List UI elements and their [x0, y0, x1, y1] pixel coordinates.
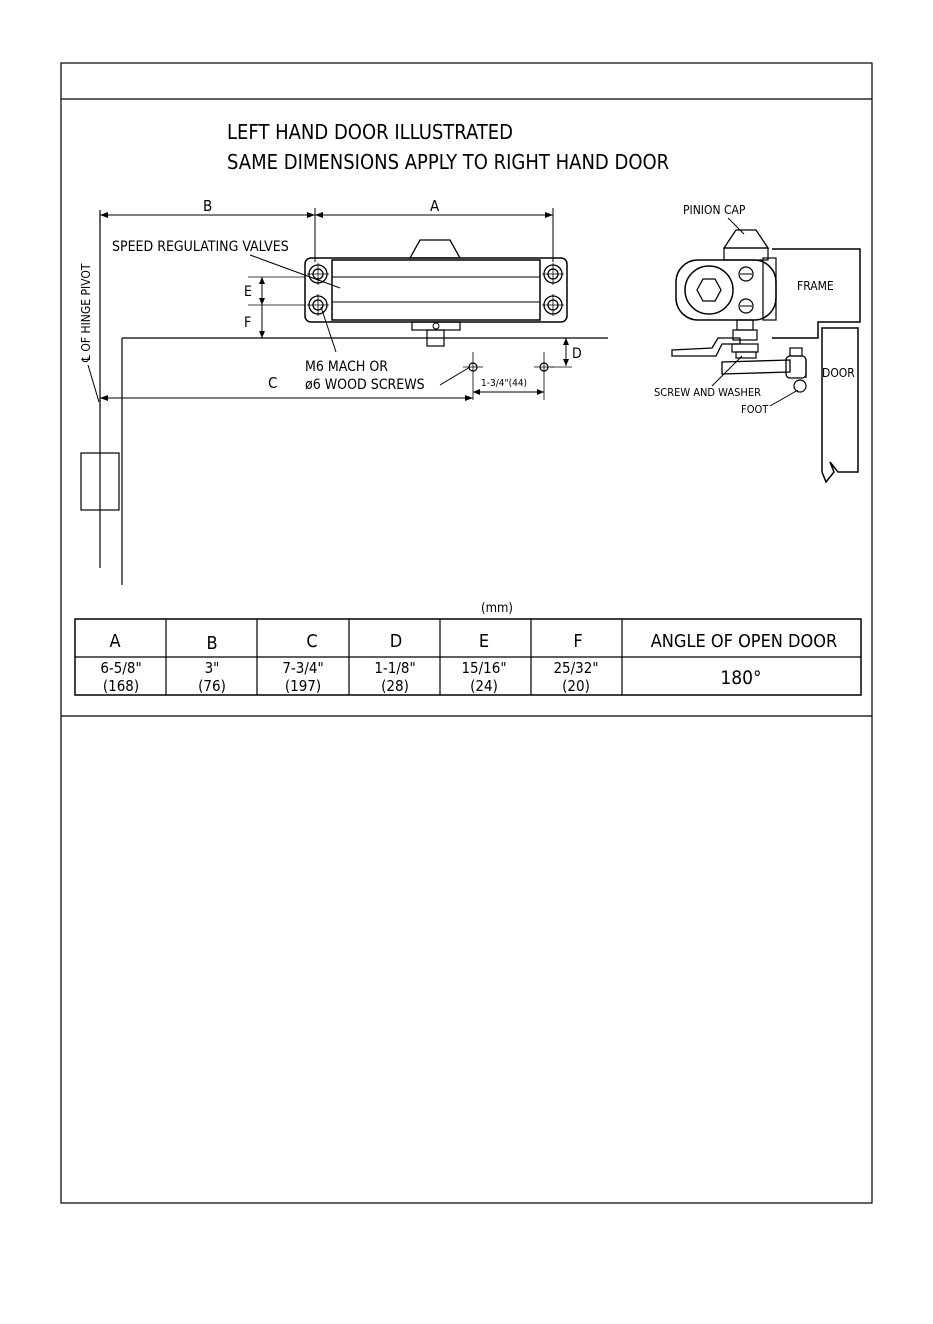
speed-valves-label: SPEED REGULATING VALVES: [112, 239, 289, 255]
table-mm-c: (197): [285, 677, 321, 695]
table-inch-f: 25/32": [553, 659, 598, 677]
dimension-table: A B C D E F ANGLE OF OPEN DOOR 6-5/8" 3"…: [74, 618, 862, 696]
title-line-2: SAME DIMENSIONS APPLY TO RIGHT HAND DOOR: [227, 150, 669, 174]
table-mm-e: (24): [470, 677, 498, 695]
sheet-border: [60, 62, 873, 1204]
hinge: [80, 452, 120, 511]
table-inch-a: 6-5/8": [100, 659, 141, 677]
table-header-d: D: [390, 631, 402, 652]
screw-hole-top-left: [307, 263, 329, 285]
screws-label-line-1: M6 MACH OR: [305, 359, 388, 375]
pinion-cap-label: PINION CAP: [683, 203, 746, 217]
screws-label-line-2: ø6 WOOD SCREWS: [305, 377, 425, 393]
table-angle-value: 180°: [720, 667, 761, 689]
screw-hole-top-right: [542, 263, 564, 285]
spacing-label: 1-3/4"(44): [481, 378, 527, 389]
table-inch-d: 1-1/8": [374, 659, 415, 677]
table-mm-b: (76): [198, 677, 226, 695]
hinge-pivot-leader: [87, 364, 100, 403]
hex-socket: [696, 278, 722, 302]
table-header-b: B: [206, 633, 217, 654]
screw-hole-bottom-left: [307, 294, 329, 316]
dim-b-label: B: [203, 197, 212, 215]
closer-body: [304, 257, 568, 323]
foot-label: FOOT: [741, 403, 769, 416]
pinion-shaft: [426, 329, 445, 347]
title-line-1: LEFT HAND DOOR ILLUSTRATED: [227, 120, 513, 144]
screw-hole-bottom-right: [542, 294, 564, 316]
table-inch-b: 3": [205, 659, 220, 677]
table-mm-f: (20): [562, 677, 590, 695]
frame-outline: [772, 248, 861, 339]
side-detail-view: PINION CAP FRAME DOOR SCREW AND WASHER: [654, 203, 861, 484]
units-note: (mm): [481, 601, 513, 616]
table-header-c: C: [306, 631, 317, 652]
plan-view: ℄ OF HINGE PIVOT: [79, 197, 608, 585]
dim-a-label: A: [430, 197, 440, 215]
dim-e-label: E: [244, 284, 252, 300]
dim-c-label: C: [268, 374, 277, 392]
main-arm: [671, 337, 741, 357]
hinge-pivot-label: ℄ OF HINGE PIVOT: [79, 263, 93, 363]
table-inch-c: 7-3/4": [282, 659, 323, 677]
closer-cylinder: [331, 259, 541, 321]
table-inch-e: 15/16": [461, 659, 506, 677]
pinion-cap-top: [408, 239, 462, 259]
table-mm-d: (28): [381, 677, 409, 695]
dim-d-label: D: [572, 346, 582, 362]
door-outline: [821, 327, 859, 484]
table-header-angle: ANGLE OF OPEN DOOR: [651, 631, 838, 652]
dim-f-label: F: [244, 315, 251, 331]
closer-end-circle: [684, 265, 734, 315]
door-label: DOOR: [822, 366, 855, 380]
table-header-a: A: [109, 631, 120, 652]
frame-label: FRAME: [797, 279, 834, 293]
table-mm-a: (168): [103, 677, 139, 695]
screw-washer-label: SCREW AND WASHER: [654, 386, 761, 399]
table-header-f: F: [573, 631, 582, 652]
table-header-e: E: [479, 631, 489, 652]
